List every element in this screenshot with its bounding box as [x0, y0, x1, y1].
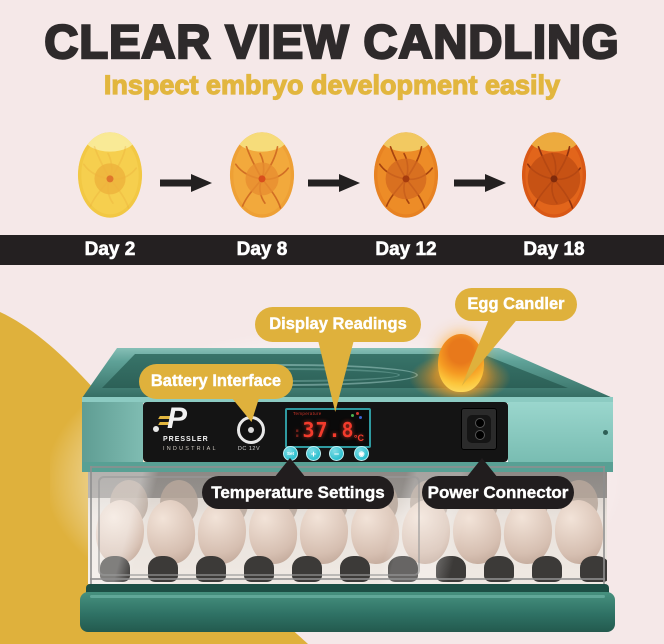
- brand-name: PRESSLER: [163, 436, 209, 443]
- frame-wire: [603, 466, 605, 584]
- socket-hole: [475, 418, 485, 428]
- power-socket-inset: [467, 415, 491, 443]
- embryo-egg-day-12: [372, 128, 440, 220]
- egg-roller: [580, 556, 607, 582]
- egg-roller: [388, 556, 418, 582]
- page-title: CLEAR VIEW CANDLING: [43, 14, 620, 70]
- egg-roller: [196, 556, 226, 582]
- fan-indicator-icon: [351, 412, 363, 420]
- callout-temperature-settings: Temperature Settings: [202, 476, 394, 509]
- control-panel: P PRESSLER INDUSTRIAL DC 12V Temperature…: [143, 402, 508, 462]
- body-right-face: [508, 402, 613, 462]
- plus-button-icon: +: [306, 446, 321, 461]
- brand-subtitle: INDUSTRIAL: [163, 446, 218, 452]
- arrow-right-icon: [454, 174, 506, 192]
- socket-hole: [475, 430, 485, 440]
- light-button-icon: ◉: [354, 446, 369, 461]
- egg-roller: [244, 556, 274, 582]
- day-label: Day 18: [523, 239, 585, 261]
- dc-port-label: DC 12V: [237, 446, 261, 452]
- egg-roller: [436, 556, 466, 582]
- development-sequence: [0, 122, 664, 232]
- power-socket: [461, 408, 497, 450]
- embryo-egg-graphic: [77, 132, 143, 218]
- frame-wire: [90, 466, 605, 468]
- embryo-egg-graphic: [229, 132, 295, 218]
- day-label: Day 8: [236, 239, 288, 261]
- brand-logo-icon: P: [167, 402, 188, 435]
- frame-wire: [90, 578, 605, 580]
- temperature-value: :37.8: [293, 418, 355, 442]
- egg-roller: [292, 556, 322, 582]
- embryo-egg-day-8: [228, 128, 296, 220]
- minus-button-icon: −: [329, 446, 344, 461]
- embryo-egg-day-18: [520, 128, 588, 220]
- egg-roller: [148, 556, 178, 582]
- day-label-bar: Day 2 Day 8 Day 12 Day 18: [0, 235, 664, 265]
- incubator-base: [80, 592, 615, 632]
- embryo-egg-graphic: [373, 132, 439, 218]
- temperature-display: Temperature :37.8 °C: [285, 408, 371, 448]
- egg-roller: [100, 556, 130, 582]
- body-left-face: [82, 402, 143, 462]
- temperature-unit: °C: [353, 433, 364, 443]
- egg-roller: [340, 556, 370, 582]
- embryo-egg-day-2: [76, 128, 144, 220]
- frame-wire: [90, 466, 92, 584]
- logo-dot: [153, 426, 159, 432]
- egg-roller: [484, 556, 514, 582]
- page-subtitle: Inspect embryo development easily: [103, 69, 561, 100]
- display-label: Temperature: [293, 411, 322, 416]
- day-label: Day 12: [375, 239, 437, 261]
- embryo-egg-graphic: [521, 132, 587, 218]
- callout-egg-candler: Egg Candler: [455, 288, 577, 321]
- device-buttons: Set + − ◉: [283, 446, 383, 461]
- screw: [603, 430, 608, 435]
- egg-roller: [532, 556, 562, 582]
- body-band: [82, 397, 613, 403]
- callout-power-connector: Power Connector: [422, 476, 574, 509]
- arrow-right-icon: [308, 174, 360, 192]
- arrow-right-icon: [160, 174, 212, 192]
- day-label: Day 2: [84, 239, 136, 261]
- base-highlight: [90, 595, 605, 598]
- callout-display-readings: Display Readings: [255, 307, 421, 342]
- callout-battery-interface: Battery Interface: [139, 364, 293, 399]
